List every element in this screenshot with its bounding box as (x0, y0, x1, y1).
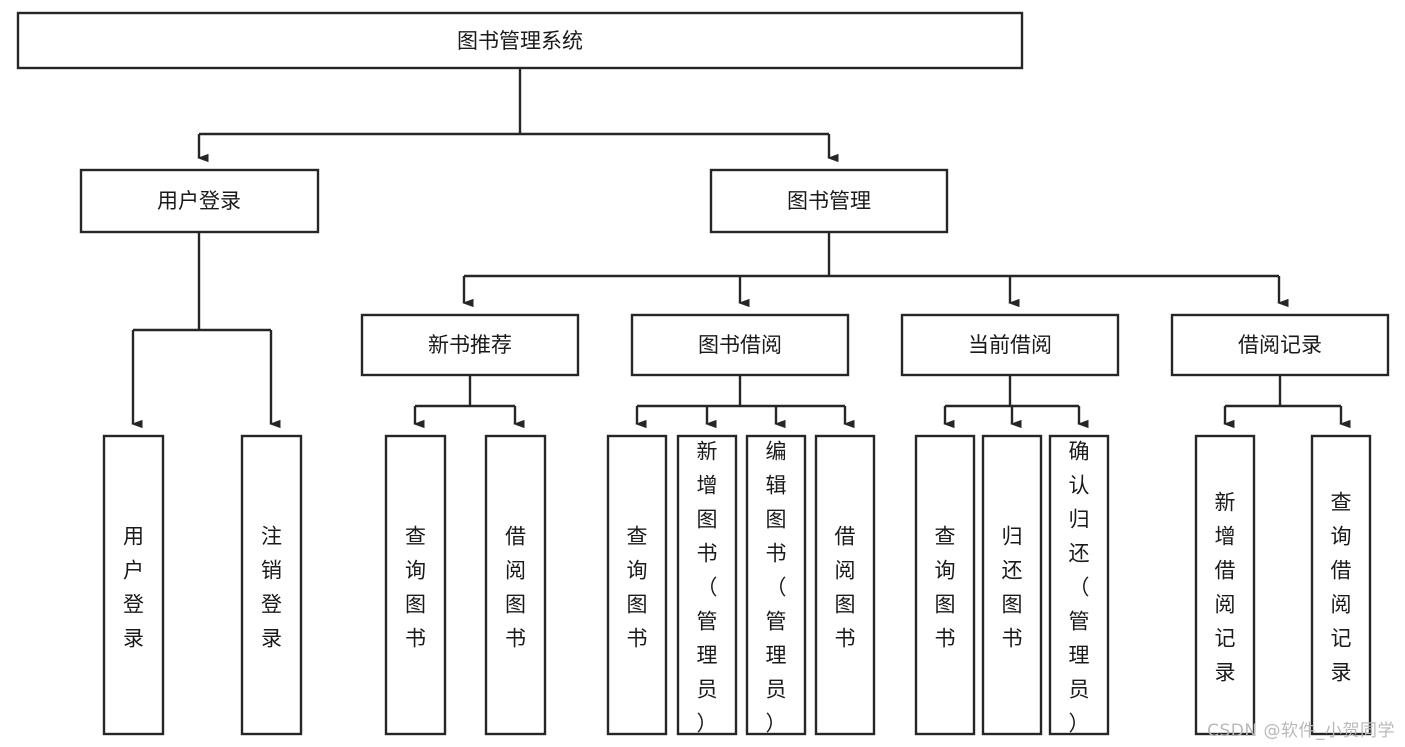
node-leaf-user-logout[interactable]: 注销登录 (240, 434, 303, 736)
node-leaf-query-record[interactable]: 查询借阅记录 (1310, 434, 1372, 736)
node-leaf-add-book[interactable]: 新增图书（管理员） (676, 434, 738, 736)
node-leaf-edit-book[interactable]: 编辑图书（管理员） (745, 434, 807, 736)
node-user-login-label: 用户登录 (157, 189, 241, 213)
node-user-login-box[interactable] (79, 168, 320, 234)
node-leaf-user-logout-box[interactable] (240, 434, 303, 736)
node-leaf-return-book[interactable]: 归还图书 (981, 434, 1043, 736)
node-book-borrow-box[interactable] (630, 313, 850, 377)
node-book-manage[interactable]: 图书管理 (709, 168, 949, 234)
node-leaf-borrow-book-rec-label: 借阅图书 (505, 525, 526, 651)
node-leaf-query-book-current-box[interactable] (914, 434, 976, 736)
node-leaf-user-logout-label: 注销登录 (261, 525, 282, 651)
node-leaf-confirm-return[interactable]: 确认归还（管理员） (1048, 434, 1110, 736)
node-current-borrow-label: 当前借阅 (968, 333, 1052, 357)
node-leaf-borrow-book-rec[interactable]: 借阅图书 (484, 434, 547, 736)
node-leaf-query-book-rec-box[interactable] (384, 434, 447, 736)
edge-group (131, 68, 1351, 429)
node-leaf-add-book-label: 新增图书（管理员） (697, 440, 718, 736)
node-leaf-return-book-label: 归还图书 (1002, 525, 1023, 651)
node-leaf-borrow-book-box[interactable] (814, 434, 876, 736)
node-leaf-confirm-return-label: 确认归还（管理员） (1069, 440, 1090, 736)
node-new-book-recommend[interactable]: 新书推荐 (360, 313, 580, 377)
node-leaf-query-book-borrow[interactable]: 查询图书 (606, 434, 668, 736)
node-book-manage-box[interactable] (709, 168, 949, 234)
node-leaf-add-record-box[interactable] (1194, 434, 1256, 736)
node-leaf-add-book-box[interactable] (676, 434, 738, 736)
node-leaf-query-book-rec[interactable]: 查询图书 (384, 434, 447, 736)
node-leaf-borrow-book-label: 借阅图书 (835, 525, 856, 651)
node-leaf-query-record-label: 查询借阅记录 (1331, 491, 1352, 685)
node-leaf-edit-book-label: 编辑图书（管理员） (766, 440, 787, 736)
node-book-borrow-label: 图书借阅 (698, 333, 782, 357)
node-root-box[interactable] (16, 11, 1024, 70)
node-leaf-query-book-borrow-label: 查询图书 (627, 525, 648, 651)
node-leaf-borrow-book[interactable]: 借阅图书 (814, 434, 876, 736)
node-leaf-add-record[interactable]: 新增借阅记录 (1194, 434, 1256, 736)
node-current-borrow[interactable]: 当前借阅 (900, 313, 1120, 377)
node-leaf-add-record-label: 新增借阅记录 (1215, 491, 1236, 685)
node-new-book-recommend-box[interactable] (360, 313, 580, 377)
node-leaf-query-book-rec-label: 查询图书 (405, 525, 426, 651)
node-root[interactable]: 图书管理系统 (16, 11, 1024, 70)
node-leaf-user-login-label: 用户登录 (123, 525, 144, 651)
leaf-node-group: 用户登录 注销登录 查询图书 借阅图书 查询图书 新增图书（管理员） 编辑图书（管理员） 借阅… (102, 434, 1372, 736)
node-current-borrow-box[interactable] (900, 313, 1120, 377)
node-leaf-user-login-box[interactable] (102, 434, 165, 736)
node-leaf-borrow-book-rec-box[interactable] (484, 434, 547, 736)
node-user-login[interactable]: 用户登录 (79, 168, 320, 234)
node-leaf-query-book-borrow-box[interactable] (606, 434, 668, 736)
node-book-manage-label: 图书管理 (787, 189, 871, 213)
node-borrow-record[interactable]: 借阅记录 (1170, 313, 1390, 377)
node-new-book-recommend-label: 新书推荐 (428, 333, 512, 357)
node-borrow-record-box[interactable] (1170, 313, 1390, 377)
node-leaf-user-login[interactable]: 用户登录 (102, 434, 165, 736)
node-leaf-confirm-return-box[interactable] (1048, 434, 1110, 736)
node-book-borrow[interactable]: 图书借阅 (630, 313, 850, 377)
node-leaf-query-record-box[interactable] (1310, 434, 1372, 736)
node-root-label: 图书管理系统 (457, 29, 583, 53)
node-borrow-record-label: 借阅记录 (1238, 333, 1322, 357)
node-leaf-query-book-current-label: 查询图书 (935, 525, 956, 651)
node-leaf-return-book-box[interactable] (981, 434, 1043, 736)
csdn-watermark: CSDN @软件_小贺同学 (1207, 721, 1395, 741)
node-leaf-edit-book-box[interactable] (745, 434, 807, 736)
node-leaf-query-book-current[interactable]: 查询图书 (914, 434, 976, 736)
